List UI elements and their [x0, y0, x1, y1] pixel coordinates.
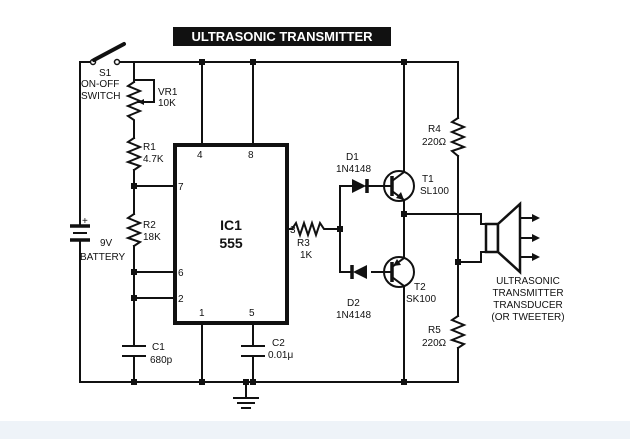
d1-ref: D1	[346, 152, 359, 163]
ultrasonic-transducer: ULTRASONIC TRANSMITTER TRANSDUCER (OR TW…	[480, 201, 565, 323]
r3-value: 1K	[300, 250, 313, 261]
resistor-r4: R4 220Ω	[422, 116, 467, 158]
vr1-value: 10K	[158, 98, 176, 109]
ic1-pin-6: 6	[178, 268, 184, 279]
transistor-t1: T1 SL100	[383, 170, 449, 202]
c2-ref: C2	[272, 338, 285, 349]
resistor-r3: R3 1K	[290, 219, 327, 261]
c1-ref: C1	[152, 342, 165, 353]
ic1-ref: IC1	[220, 217, 242, 233]
transducer-line1: ULTRASONIC	[496, 276, 560, 287]
d2-ref: D2	[347, 298, 360, 309]
resistor-r1: R1 4.7K	[125, 136, 164, 172]
transducer-line2: TRANSMITTER	[492, 288, 563, 299]
d1-part: 1N4148	[336, 164, 371, 175]
ic1-pin-5: 5	[249, 308, 255, 319]
capacitor-c1: C1 680p	[122, 342, 173, 366]
battery-value: 9V	[100, 238, 113, 249]
junction-dots	[131, 59, 461, 385]
r1-ref: R1	[143, 142, 156, 153]
t1-part: SL100	[420, 186, 449, 197]
ground-icon	[233, 397, 259, 409]
r5-ref: R5	[428, 325, 441, 336]
ic1-pin-4: 4	[197, 150, 203, 161]
c2-value: 0.01μ	[268, 350, 293, 361]
battery-label: BATTERY	[80, 252, 126, 263]
potentiometer-vr1: VR1 10K	[125, 80, 178, 125]
resistor-r5: R5 220Ω	[422, 314, 467, 350]
battery: + 9V BATTERY	[70, 216, 126, 263]
sound-wave-arrows-icon	[521, 214, 540, 261]
ic1-pin-1: 1	[199, 308, 205, 319]
vr1-ref: VR1	[158, 87, 178, 98]
diode-d2: D2 1N4148	[336, 265, 371, 321]
ic1-pin-2: 2	[178, 294, 184, 305]
switch-s1: S1 ON-OFF SWITCH	[81, 42, 126, 102]
capacitor-c2: C2 0.01μ	[241, 338, 293, 361]
footer-band	[0, 421, 630, 439]
ic1-pin-8: 8	[248, 150, 254, 161]
r2-ref: R2	[143, 220, 156, 231]
r4-value: 220Ω	[422, 137, 447, 148]
ic1-pin-7: 7	[178, 182, 184, 193]
title-banner	[173, 27, 391, 46]
d2-part: 1N4148	[336, 310, 371, 321]
r2-value: 18K	[143, 232, 161, 243]
battery-plus: +	[82, 216, 88, 227]
resistor-r2: R2 18K	[125, 212, 161, 248]
t1-ref: T1	[422, 174, 434, 185]
t2-part: SK100	[406, 294, 436, 305]
diode-d1: D1 1N4148	[336, 152, 373, 193]
transistor-t2: T2 SK100	[383, 256, 436, 305]
t2-ref: T2	[414, 282, 426, 293]
r1-value: 4.7K	[143, 154, 164, 165]
diagram-title: ULTRASONIC TRANSMITTER	[191, 29, 373, 44]
r4-ref: R4	[428, 124, 441, 135]
circuit-schematic: ULTRASONIC TRANSMITTER	[70, 27, 565, 409]
c1-value: 680p	[150, 355, 173, 366]
ic1-pin-3: 3	[290, 225, 296, 236]
r5-value: 220Ω	[422, 338, 447, 349]
r3-ref: R3	[297, 238, 310, 249]
s1-ref: S1	[99, 68, 112, 79]
s1-name-line2: SWITCH	[81, 91, 120, 102]
ic1-part: 555	[219, 235, 243, 251]
transducer-line4: (OR TWEETER)	[491, 312, 564, 323]
s1-name-line1: ON-OFF	[81, 79, 119, 90]
transducer-line3: TRANSDUCER	[493, 300, 562, 311]
ic1-555-timer: IC1 555 4 8 7 6 2 1 5 3	[173, 143, 296, 325]
